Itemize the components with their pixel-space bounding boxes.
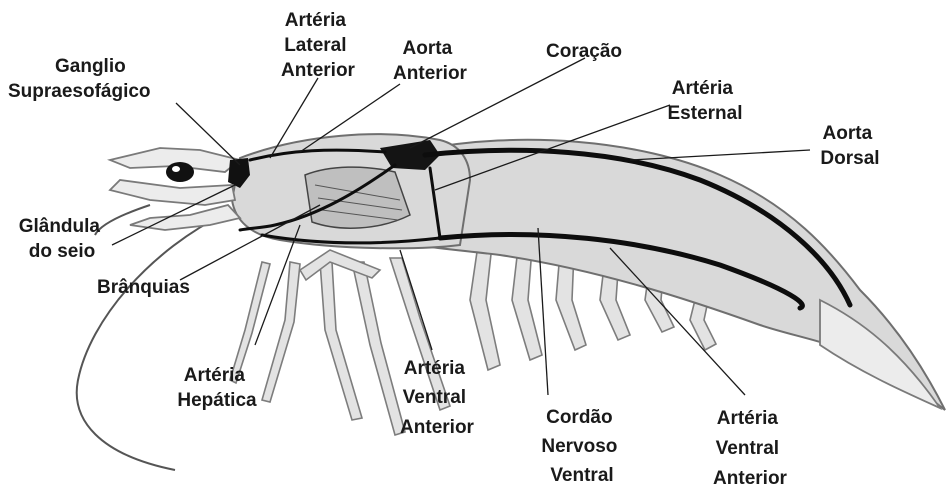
label-branquias: Brânquias <box>97 277 190 298</box>
label-arteria-hepatica: Artéria Hepática <box>177 365 257 411</box>
antenna <box>77 212 228 470</box>
label-arteria-ventral-anterior-1: Artéria Ventral Anterior <box>400 358 475 438</box>
eye-highlight <box>172 166 180 172</box>
label-aorta-dorsal: Aorta Dorsal <box>820 123 879 169</box>
eye <box>166 162 194 182</box>
label-arteria-lateral-anterior: Artéria Lateral Anterior <box>281 10 356 81</box>
label-arteria-ventral-anterior-2: Artéria Ventral Anterior <box>713 408 788 489</box>
scaphocerite <box>110 180 235 205</box>
label-aorta-anterior: Aorta Anterior <box>393 38 468 84</box>
label-ganglio-supraesofagico: Ganglio Supraesofágico <box>8 56 151 102</box>
shrimp-illustration <box>77 134 945 470</box>
label-arteria-esternal: Artéria Esternal <box>668 78 743 124</box>
label-coracao: Coração <box>546 41 622 62</box>
label-glandula-do-seio: Glândula do seio <box>19 216 106 262</box>
label-cordao-nervoso-ventral: Cordão Nervoso Ventral <box>541 407 622 486</box>
